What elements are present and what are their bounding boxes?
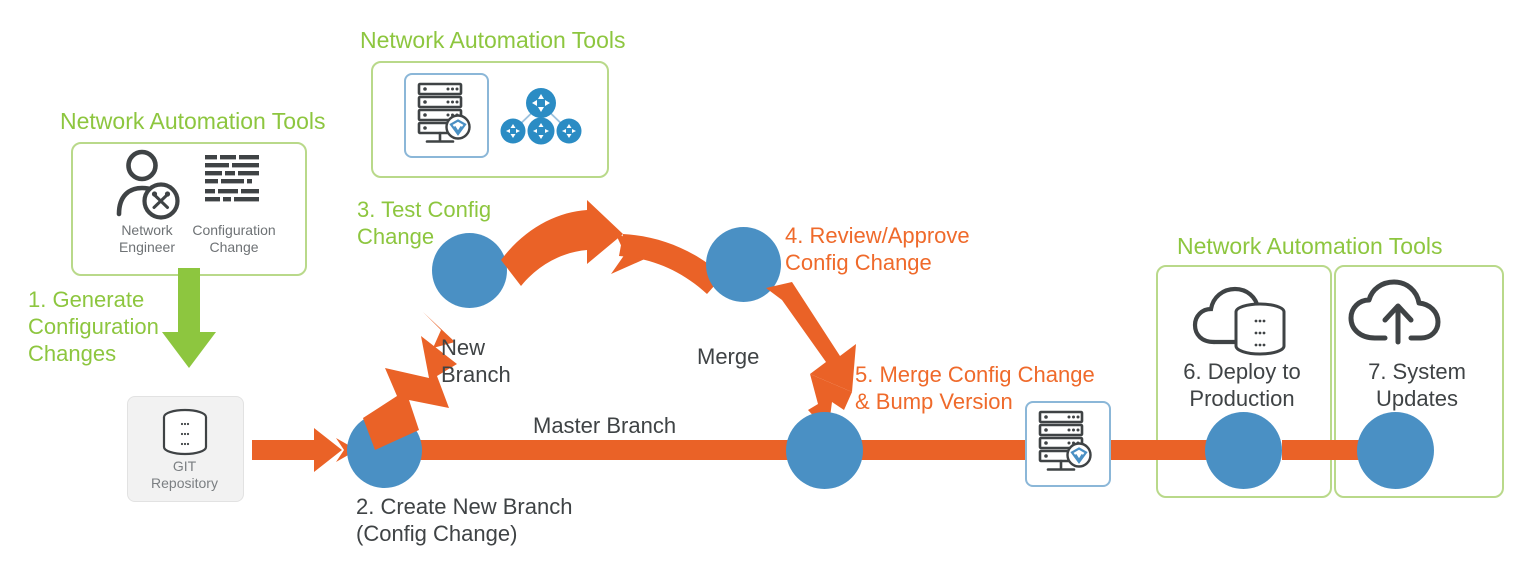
cloud-upload-icon (1343, 279, 1445, 350)
step-4-line-2: Config Change (785, 250, 932, 275)
deploy-to-production-box (1156, 265, 1332, 498)
deploy-server-rack-icon (1036, 410, 1096, 474)
new-branch-line-2: Branch (441, 362, 511, 387)
step-5-line-2: & Bump Version (855, 389, 1013, 414)
step-3-label: 3. Test Config Change (357, 196, 491, 250)
node-merge-commit (786, 412, 863, 489)
network-engineer-caption-line1: Network (121, 222, 173, 238)
node-deploy-to-production (1205, 412, 1282, 489)
step-6-line-1: 6. Deploy to (1183, 359, 1301, 384)
step-4-label: 4. Review/Approve Config Change (785, 222, 970, 276)
new-branch-line-1: New (441, 335, 486, 360)
server-rack-icon (415, 82, 475, 146)
test-tools-box (371, 61, 609, 178)
test-to-merge-arc-arrow (495, 200, 745, 300)
git-repository-label-line2: Repository (151, 475, 218, 491)
step-2-label: 2. Create New Branch (Config Change) (356, 493, 572, 547)
step-3-line-1: 3. Test Config (357, 197, 492, 222)
step-1-arrow-down (160, 268, 220, 370)
configuration-change-caption-line2: Change (209, 239, 259, 255)
merge-label: Merge (697, 344, 760, 369)
git-to-master-arrow (252, 428, 357, 472)
network-engineer-caption-line2: Engineer (118, 239, 176, 255)
step-1-label: 1. Generate Configuration Changes (28, 286, 159, 367)
step-4-line-1: 4. Review/Approve (785, 223, 970, 248)
cloud-database-icon (1192, 280, 1292, 356)
step-1-line-2: Configuration (28, 314, 159, 339)
configuration-change-icon (205, 155, 263, 213)
master-branch-line-mid (830, 440, 1030, 460)
git-repository-label-line1: GIT (172, 458, 197, 474)
step-3-line-2: Change (357, 224, 435, 249)
node-system-updates (1357, 412, 1434, 489)
step-1-line-3: Changes (28, 341, 117, 366)
network-engineer-icon (112, 148, 182, 220)
step-7-line-2: Updates (1376, 386, 1458, 411)
step-7-label: 7. System Updates (1334, 358, 1500, 412)
step-6-label: 6. Deploy to Production (1156, 358, 1328, 412)
new-branch-label: New Branch (441, 334, 511, 388)
create-branch-to-test-arrow (363, 290, 493, 450)
system-updates-box (1334, 265, 1504, 498)
step-1-line-1: 1. Generate (28, 287, 145, 312)
group-title-test-tools: Network Automation Tools (360, 27, 626, 53)
master-branch-label: Master Branch (533, 413, 677, 438)
configuration-change-caption-line1: Configuration (192, 222, 276, 238)
group-title-deploy-tools: Network Automation Tools (1177, 233, 1443, 259)
step-5-label: 5. Merge Config Change & Bump Version (855, 361, 1095, 415)
group-title-engineer-tools: Network Automation Tools (60, 108, 326, 134)
step-2-line-1: 2. Create New Branch (356, 494, 573, 519)
step-7-line-1: 7. System (1368, 359, 1466, 384)
step-6-line-2: Production (1189, 386, 1295, 411)
step-5-line-1: 5. Merge Config Change (855, 362, 1095, 387)
node-new-branch (432, 233, 507, 308)
git-repository-icon (157, 408, 213, 456)
master-branch-line-left (392, 440, 832, 460)
step-2-line-2: (Config Change) (356, 521, 518, 546)
network-topology-icon (500, 82, 582, 150)
